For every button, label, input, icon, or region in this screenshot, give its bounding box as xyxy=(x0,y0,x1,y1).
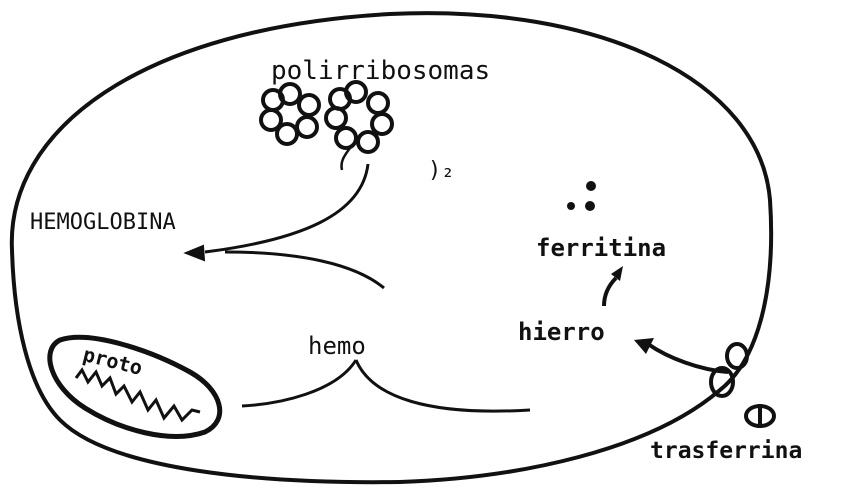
label-ferritina: ferritina xyxy=(536,236,666,260)
heme-to-hemoglobin-curve xyxy=(225,252,384,288)
globin-to-hemoglobin-arrow xyxy=(205,164,368,252)
polyribosome-cluster-right xyxy=(326,82,392,152)
label-trasferrina: trasferrina xyxy=(650,440,802,463)
label-hierro: hierro xyxy=(518,320,605,344)
ferritin-dots xyxy=(567,181,596,211)
label-hemoglobina: HEMOGLOBINA xyxy=(30,212,176,234)
mitochondrion-to-heme-curve xyxy=(242,360,356,406)
label-polirribosomas: polirribosomas xyxy=(271,58,490,84)
iron-to-ferritin-arrow xyxy=(604,278,616,306)
hemoglobin-arrowhead xyxy=(186,246,204,260)
label-subscript-2: )₂ xyxy=(428,160,455,182)
label-hemo: hemo xyxy=(308,334,366,358)
iron-to-heme-curve xyxy=(356,360,530,411)
polyribosome-cluster-left xyxy=(261,84,319,144)
mrna-strand xyxy=(341,148,350,170)
transferrin-molecule xyxy=(746,404,774,428)
mitochondrion xyxy=(50,337,220,436)
